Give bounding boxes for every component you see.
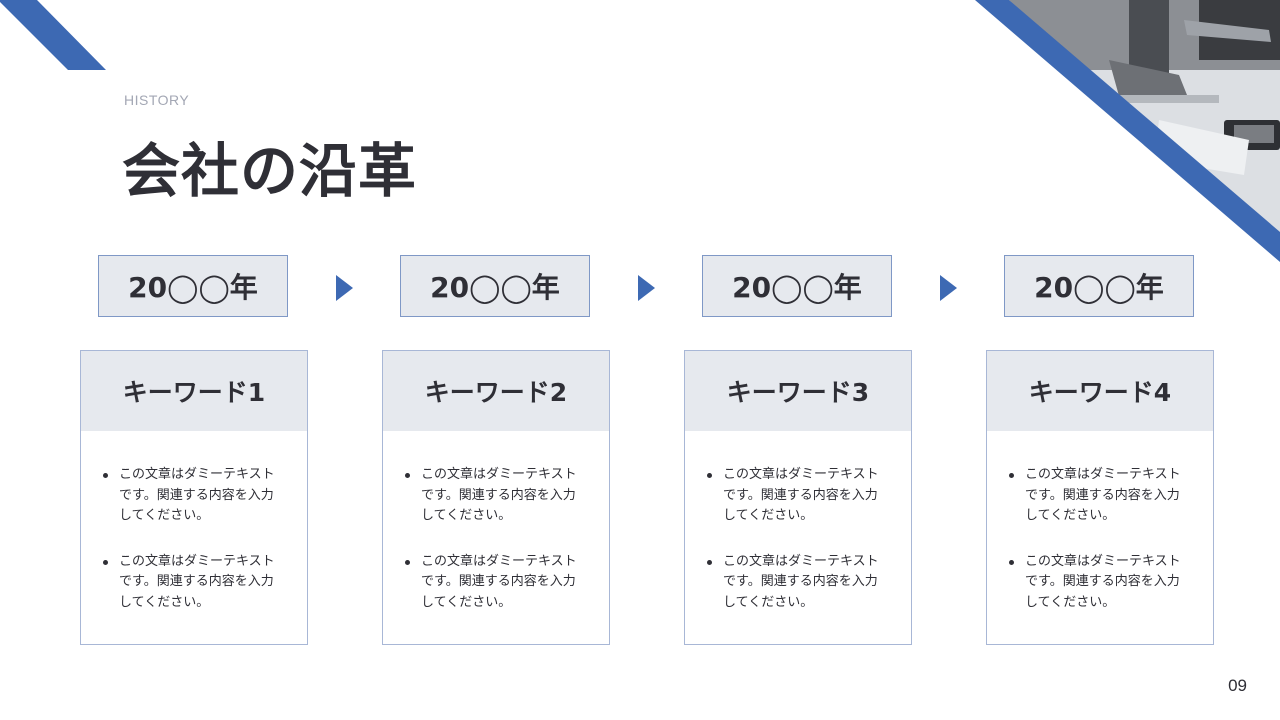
year-box-4: 20◯◯年 bbox=[1004, 255, 1194, 317]
bullet-text: この文章はダミーテキストです。関連する内容を入力してください。 bbox=[103, 465, 285, 527]
section-eyebrow: HISTORY bbox=[124, 92, 190, 108]
step-arrow-icon bbox=[940, 275, 957, 301]
card-body: この文章はダミーテキストです。関連する内容を入力してください。 この文章はダミー… bbox=[685, 431, 911, 613]
bullet-text: この文章はダミーテキストです。関連する内容を入力してください。 bbox=[1009, 465, 1191, 527]
card-body: この文章はダミーテキストです。関連する内容を入力してください。 この文章はダミー… bbox=[81, 431, 307, 613]
bullet-text: この文章はダミーテキストです。関連する内容を入力してください。 bbox=[707, 552, 889, 614]
bullet-text: この文章はダミーテキストです。関連する内容を入力してください。 bbox=[707, 465, 889, 527]
corner-accent-stripe bbox=[0, 0, 106, 70]
year-box-1: 20◯◯年 bbox=[98, 255, 288, 317]
year-box-3: 20◯◯年 bbox=[702, 255, 892, 317]
bullet-text: この文章はダミーテキストです。関連する内容を入力してください。 bbox=[103, 552, 285, 614]
step-arrow-icon bbox=[638, 275, 655, 301]
card-keyword: キーワード3 bbox=[685, 351, 911, 431]
card-body: この文章はダミーテキストです。関連する内容を入力してください。 この文章はダミー… bbox=[383, 431, 609, 613]
timeline-card-4: キーワード4 この文章はダミーテキストです。関連する内容を入力してください。 こ… bbox=[986, 350, 1214, 645]
bullet-text: この文章はダミーテキストです。関連する内容を入力してください。 bbox=[1009, 552, 1191, 614]
step-arrow-icon bbox=[336, 275, 353, 301]
card-body: この文章はダミーテキストです。関連する内容を入力してください。 この文章はダミー… bbox=[987, 431, 1213, 613]
bullet-text: この文章はダミーテキストです。関連する内容を入力してください。 bbox=[405, 552, 587, 614]
timeline-card-2: キーワード2 この文章はダミーテキストです。関連する内容を入力してください。 こ… bbox=[382, 350, 610, 645]
timeline-card-1: キーワード1 この文章はダミーテキストです。関連する内容を入力してください。 こ… bbox=[80, 350, 308, 645]
year-box-2: 20◯◯年 bbox=[400, 255, 590, 317]
card-keyword: キーワード4 bbox=[987, 351, 1213, 431]
page-title: 会社の沿革 bbox=[122, 137, 418, 205]
timeline-card-3: キーワード3 この文章はダミーテキストです。関連する内容を入力してください。 こ… bbox=[684, 350, 912, 645]
card-keyword: キーワード2 bbox=[383, 351, 609, 431]
card-keyword: キーワード1 bbox=[81, 351, 307, 431]
bullet-text: この文章はダミーテキストです。関連する内容を入力してください。 bbox=[405, 465, 587, 527]
page-number: 09 bbox=[1228, 676, 1247, 695]
